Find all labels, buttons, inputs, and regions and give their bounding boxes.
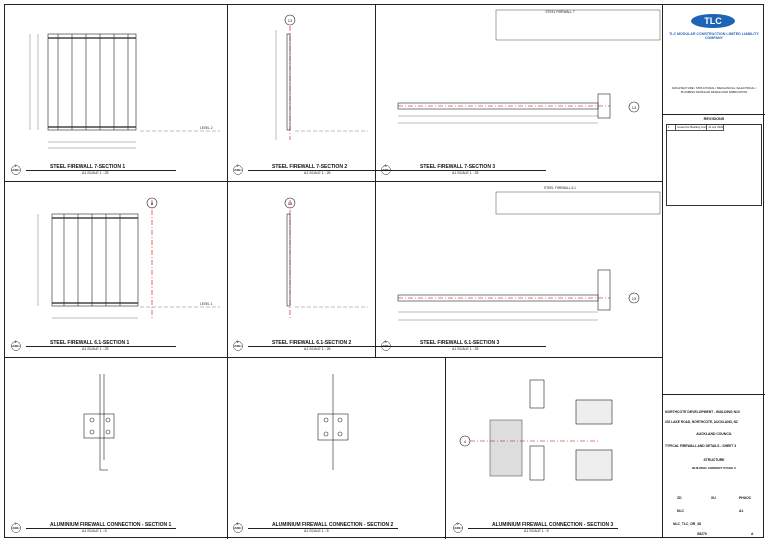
sheet-size: A1	[739, 509, 744, 513]
approved-by: PHUOC	[739, 496, 752, 500]
row-divider-1	[5, 181, 663, 182]
revisions-title: REVISIONS	[703, 117, 725, 121]
level-label-1: LEVEL 2	[200, 126, 213, 130]
panel-sheet-ref: A461	[12, 345, 19, 348]
grid-mark-c: 13	[288, 201, 293, 206]
panel-scale: A1 SCALE 1 : 25	[304, 171, 331, 175]
panel-sheet-ref: A461	[234, 169, 241, 172]
panel-title: STEEL FIREWALL 6.1-SECTION 1	[50, 340, 130, 346]
title-underline	[248, 528, 398, 529]
panel-title: ALUMINIUM FIREWALL CONNECTION - SECTION …	[492, 522, 614, 528]
rev-date: 21 Apr 2024	[708, 125, 724, 130]
panel-number: 4	[14, 339, 17, 344]
col-divider-4	[445, 357, 446, 539]
schedule-title-top: STEEL FIREWALL 7	[545, 10, 574, 14]
col-divider-3	[227, 357, 228, 539]
col-divider-1	[227, 5, 228, 357]
panel-scale: A1 SCALE 1 : 25	[452, 347, 479, 351]
panel-sheet-ref: A461	[12, 169, 19, 172]
panel-scale: A1 SCALE 1 : 25	[82, 347, 109, 351]
project-address: 232 LAKE ROAD, NORTHCOTE, AUCKLAND, NZ	[665, 420, 738, 424]
panel-title: STEEL FIREWALL 7-SECTION 2	[272, 164, 348, 170]
level-label-2: LEVEL 1	[200, 302, 213, 306]
sheet-number: S8270	[697, 532, 707, 536]
panel-sheet-ref: A461	[382, 169, 389, 172]
title-underline	[26, 528, 176, 529]
panel-scale: A1 SCALE 1 : 25	[452, 171, 479, 175]
panel-number: 8	[236, 521, 239, 526]
project-name: NORTHCOTE DEVELOPMENT - BUILDING N10	[665, 410, 740, 414]
panel-number: 5	[236, 339, 239, 344]
panel-sheet-ref: A461	[12, 527, 19, 530]
panel-number: 9	[456, 521, 459, 526]
panel-scale: A1 SCALE 1 : 25	[304, 347, 331, 351]
col-divider-2	[375, 5, 376, 357]
panel-sheet-ref: A461	[454, 527, 461, 530]
discipline: STRUCTURE	[703, 458, 725, 462]
company-name: TLC MODULAR CONSTRUCTION LIMITED LIABILI…	[669, 32, 759, 40]
panel-sheet-ref: A461	[234, 345, 241, 348]
panel-scale: A1 SCALE 1 : 25	[82, 171, 109, 175]
title-underline	[248, 170, 398, 171]
title-underline	[468, 528, 618, 529]
title-underline	[26, 170, 176, 171]
grid-mark-b: 8	[151, 201, 154, 206]
council: AUCKLAND COUNCIL	[696, 432, 732, 436]
title-underline	[396, 170, 546, 171]
panel-title: STEEL FIREWALL 7-SECTION 1	[50, 164, 126, 170]
stage: BUILDING CONSENT STAGE 3	[692, 466, 736, 470]
checked-by: XU	[711, 496, 716, 500]
divider	[663, 114, 765, 115]
rev-no: 1	[667, 125, 677, 130]
grid-mark-f: 13	[632, 105, 637, 110]
panel-number: 3	[384, 163, 387, 168]
rev-desc: Issued for Building Consent	[677, 125, 708, 130]
services-text: ARCHITECTURE / STRUCTURAL / MECHANICAL /…	[671, 86, 757, 94]
panel-title: STEEL FIREWALL 7-SECTION 3	[420, 164, 496, 170]
panel-title: STEEL FIREWALL 6.1-SECTION 2	[272, 340, 352, 346]
sheet-title: TYPICAL FIREWALL AND DETAILS - SHEET 3	[665, 444, 737, 448]
grid-mark-a: 13	[288, 18, 293, 23]
client: NLC	[677, 509, 684, 513]
panel-title: ALUMINIUM FIREWALL CONNECTION - SECTION …	[50, 522, 172, 528]
panel-number: 2	[236, 163, 239, 168]
drawing-graphics: 13 8 13 13 4 13 LEVEL 2 LEVEL 1 STEEL FI…	[29, 9, 661, 481]
title-underline	[248, 346, 398, 347]
panel-number: 1	[14, 163, 17, 168]
drawn-by: ZD	[677, 496, 682, 500]
schedule-title-mid: STEEL FIREWALL 6.1	[544, 186, 576, 190]
grid-mark-d: 13	[632, 296, 637, 301]
revision-letter: A	[751, 532, 754, 536]
grid-mark-e: 4	[464, 439, 467, 444]
drawing-number: NLC_TLC_DR_38	[673, 522, 701, 526]
panel-title: ALUMINIUM FIREWALL CONNECTION - SECTION …	[272, 522, 394, 528]
panel-number: 7	[14, 521, 17, 526]
row-divider-2	[5, 357, 663, 358]
panel-scale: A1 SCALE 1 : 5	[524, 529, 549, 533]
tlc-logo: TLC	[691, 14, 735, 28]
divider	[663, 394, 765, 395]
panel-number: 6	[384, 339, 387, 344]
panel-scale: A1 SCALE 1 : 5	[304, 529, 329, 533]
panel-title: STEEL FIREWALL 6.1-SECTION 3	[420, 340, 500, 346]
title-underline	[26, 346, 176, 347]
panel-sheet-ref: A461	[234, 527, 241, 530]
panel-sheet-ref: A461	[382, 345, 389, 348]
drawing-sheet	[4, 4, 764, 539]
title-underline	[396, 346, 546, 347]
panel-scale: A1 SCALE 1 : 5	[82, 529, 107, 533]
title-block: TLC TLC MODULAR CONSTRUCTION LIMITED LIA…	[662, 4, 765, 538]
